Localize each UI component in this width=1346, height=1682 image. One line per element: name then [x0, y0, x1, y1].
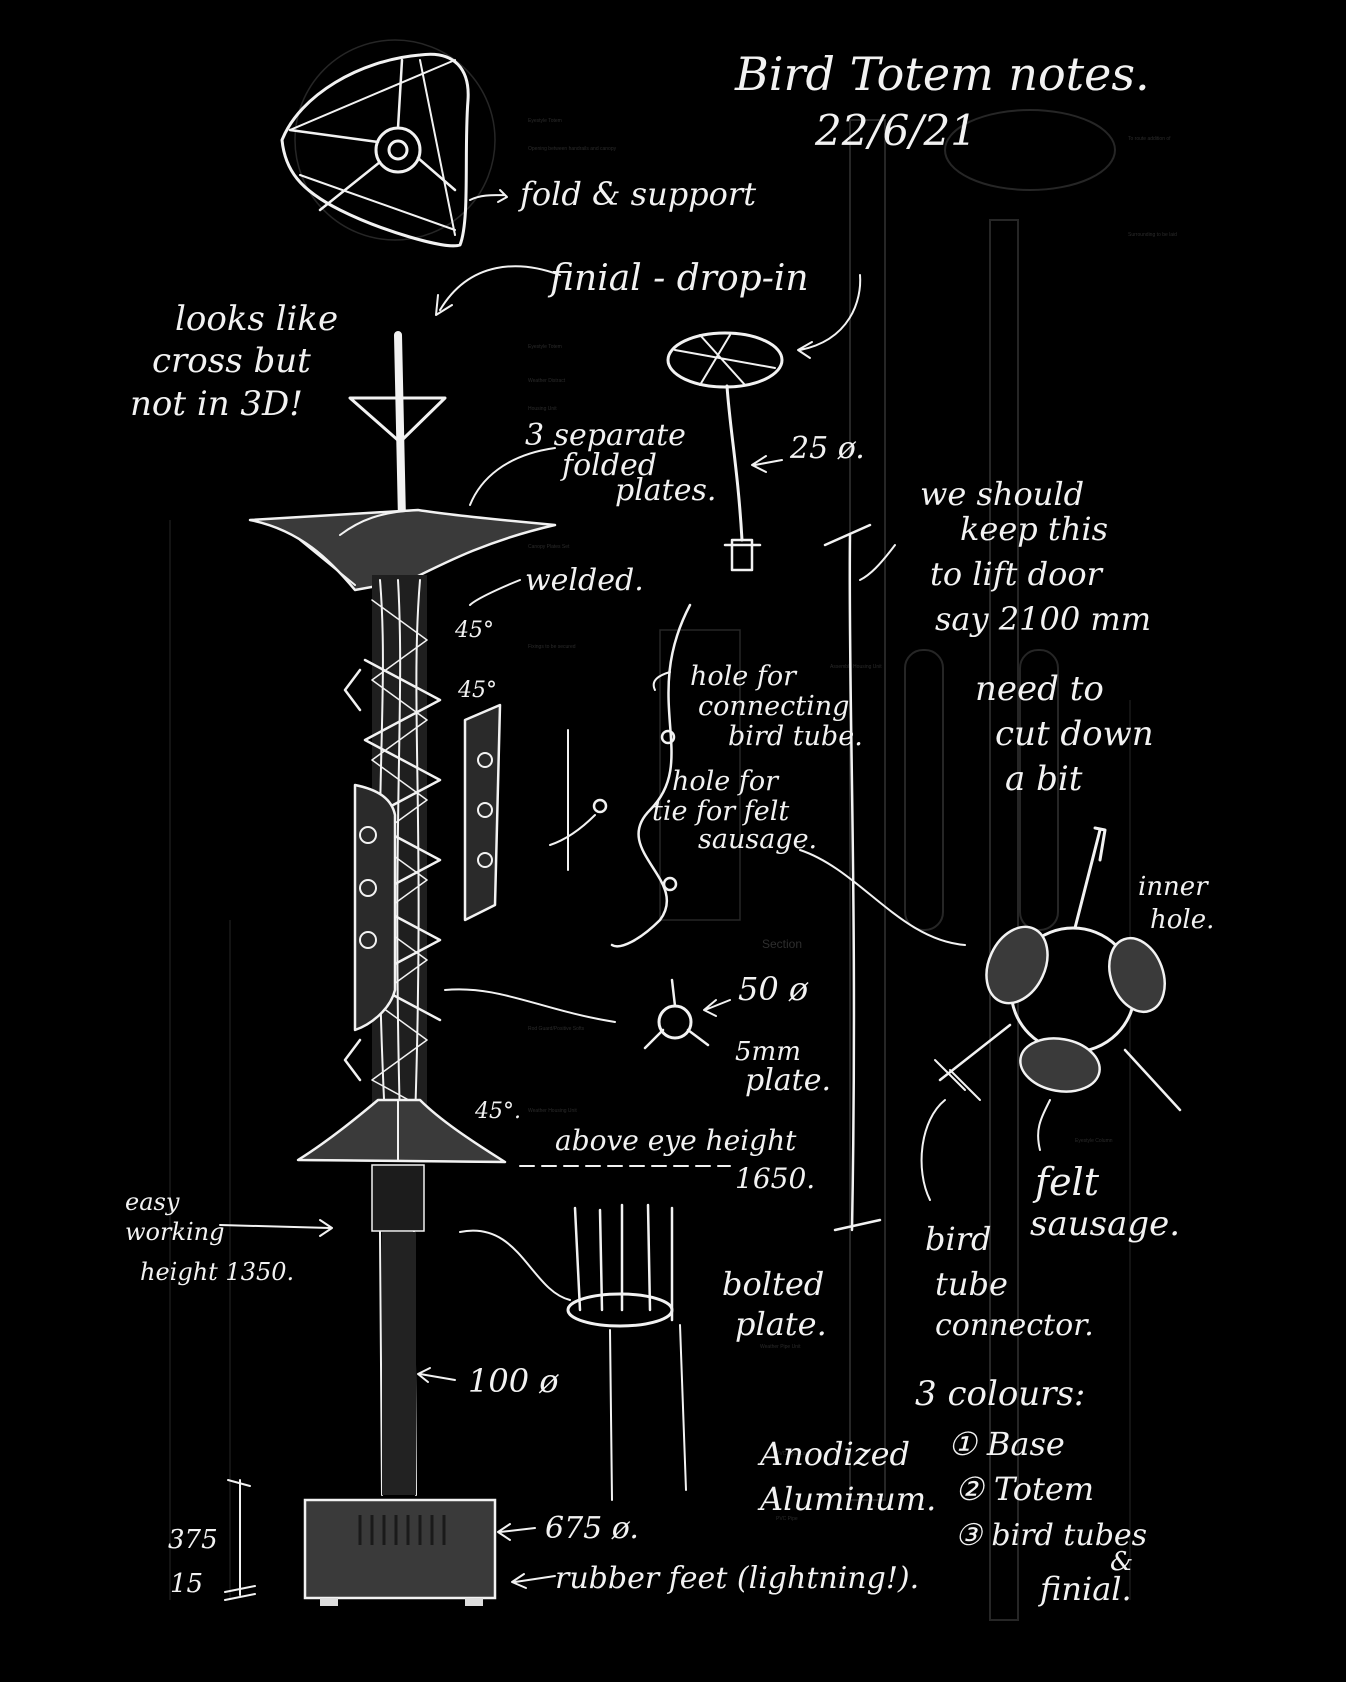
annotation-arrows [219, 447, 783, 1589]
svg-text:Weather Pipe Unit: Weather Pipe Unit [760, 1344, 801, 1350]
svg-text:PVC Pipe Cap: PVC Pipe Cap [776, 1451, 808, 1457]
note-cut-1: need to [975, 669, 1104, 709]
note-plates-3: plates. [615, 473, 716, 508]
svg-text:Housing Unit: Housing Unit [528, 406, 557, 412]
svg-text:Weather Distract: Weather Distract [528, 378, 566, 384]
note-easy-1: easy [125, 1188, 180, 1216]
svg-text:To route addition of: To route addition of [1128, 136, 1171, 142]
tripod-plate-sketch [444, 978, 710, 1050]
note-eye-2: 1650. [735, 1162, 815, 1195]
note-easy-2: working [125, 1218, 225, 1246]
note-eye-1: above eye height [555, 1124, 797, 1157]
note-looks-like-1: looks like [175, 299, 338, 339]
note-connector-2: tube [935, 1265, 1008, 1303]
svg-text:Surrounding to be laid: Surrounding to be laid [1128, 232, 1177, 238]
note-anodized-2: Aluminum. [757, 1480, 936, 1518]
note-plate-2: plate. [745, 1063, 831, 1098]
note-inner-2: hole. [1150, 905, 1214, 935]
note-colour-1: ① Base [948, 1425, 1065, 1463]
note-felt-2: sausage. [1030, 1204, 1180, 1244]
note-hole2-2: tie for felt [652, 796, 789, 827]
note-plates-1: 3 separate [525, 418, 686, 453]
svg-text:Fixings to be secured: Fixings to be secured [528, 644, 576, 650]
date: 22/6/21 [814, 106, 977, 155]
svg-text:Assembly Housing Unit: Assembly Housing Unit [830, 664, 882, 670]
hole-detail-sketch [549, 603, 692, 948]
note-dia-50: 50 ø [738, 970, 809, 1008]
note-keep-1: we should [920, 475, 1084, 513]
finial-dropin-sketch [435, 265, 862, 572]
note-keep-3: to lift door [930, 555, 1104, 593]
svg-text:Eyestyle Column: Eyestyle Column [1075, 1138, 1113, 1144]
base-dimension-marks [224, 1479, 256, 1601]
svg-text:Rod Guard/Positive Softs: Rod Guard/Positive Softs [528, 1026, 585, 1032]
note-plate-1: 5mm [735, 1037, 801, 1067]
note-hole1-3: bird tube. [728, 721, 863, 752]
note-dia-25: 25 ø. [789, 431, 865, 466]
note-connector-1: bird [925, 1220, 992, 1258]
svg-text:PVC Pipe: PVC Pipe [776, 1516, 798, 1522]
note-hole1-2: connecting [698, 691, 849, 722]
note-hole2-1: hole for [672, 766, 780, 797]
note-felt-1: felt [1032, 1160, 1100, 1204]
bird-tube-connector-sketch [799, 826, 1182, 1201]
note-cut-2: cut down [995, 714, 1154, 754]
svg-text:Opening between handrails and: Opening between handrails and canopy [528, 146, 617, 152]
note-anodized-1: Anodized [757, 1435, 910, 1473]
svg-text:Canopy Plates Set: Canopy Plates Set [528, 544, 570, 550]
note-colour-3c: finial. [1038, 1570, 1132, 1608]
note-plates-2: folded [560, 448, 657, 483]
note-hole1-1: hole for [690, 661, 798, 692]
note-bolted-2: plate. [735, 1305, 827, 1343]
note-easy-3: height 1350. [140, 1258, 294, 1286]
note-angle-3: 45°. [474, 1099, 521, 1124]
note-fold-support: fold & support [518, 175, 756, 213]
note-bolted-1: bolted [722, 1265, 824, 1303]
note-dim-375: 375 [168, 1525, 218, 1555]
title: Bird Totem notes. [734, 47, 1150, 101]
svg-text:Eyestyle Totem: Eyestyle Totem [528, 118, 562, 124]
note-rubber: rubber feet (lightning!). [555, 1561, 919, 1596]
note-hole2-3: sausage. [698, 824, 817, 855]
note-keep-4: say 2100 mm [935, 600, 1151, 638]
svg-text:Eyestyle Totem: Eyestyle Totem [528, 344, 562, 350]
note-dim-15: 15 [170, 1569, 203, 1599]
note-looks-like-3: not in 3D! [130, 384, 303, 424]
note-connector-3: connector. [935, 1308, 1094, 1343]
note-keep-2: keep this [960, 510, 1108, 548]
bolted-plate-sketch [459, 1203, 687, 1501]
note-cut-3: a bit [1005, 759, 1083, 799]
note-colour-3b: & [1110, 1547, 1133, 1577]
section-label: Section [762, 937, 802, 951]
note-dia-675: 675 ø. [545, 1511, 639, 1546]
finial-plan-sketch [280, 52, 508, 248]
note-looks-like-2: cross but [152, 341, 311, 381]
background-technical-drawing: Eyestyle Totem Opening between handrails… [169, 39, 1177, 1621]
note-angle-2: 45° [457, 678, 497, 703]
totem-sketch [248, 331, 557, 1606]
note-colour-3: ③ bird tubes [955, 1518, 1147, 1553]
door-height-dimension [823, 523, 896, 1232]
note-inner-1: inner [1138, 872, 1209, 902]
note-colour-2: ② Totem [955, 1470, 1094, 1508]
note-angle-1: 45° [454, 618, 494, 643]
note-dia-100: 100 ø [468, 1362, 559, 1400]
note-finial: finial - drop-in [547, 258, 809, 299]
note-colours-title: 3 colours: [915, 1374, 1085, 1414]
svg-text:Weather Housing Unit: Weather Housing Unit [528, 1108, 577, 1114]
note-welded: welded. [525, 563, 644, 598]
